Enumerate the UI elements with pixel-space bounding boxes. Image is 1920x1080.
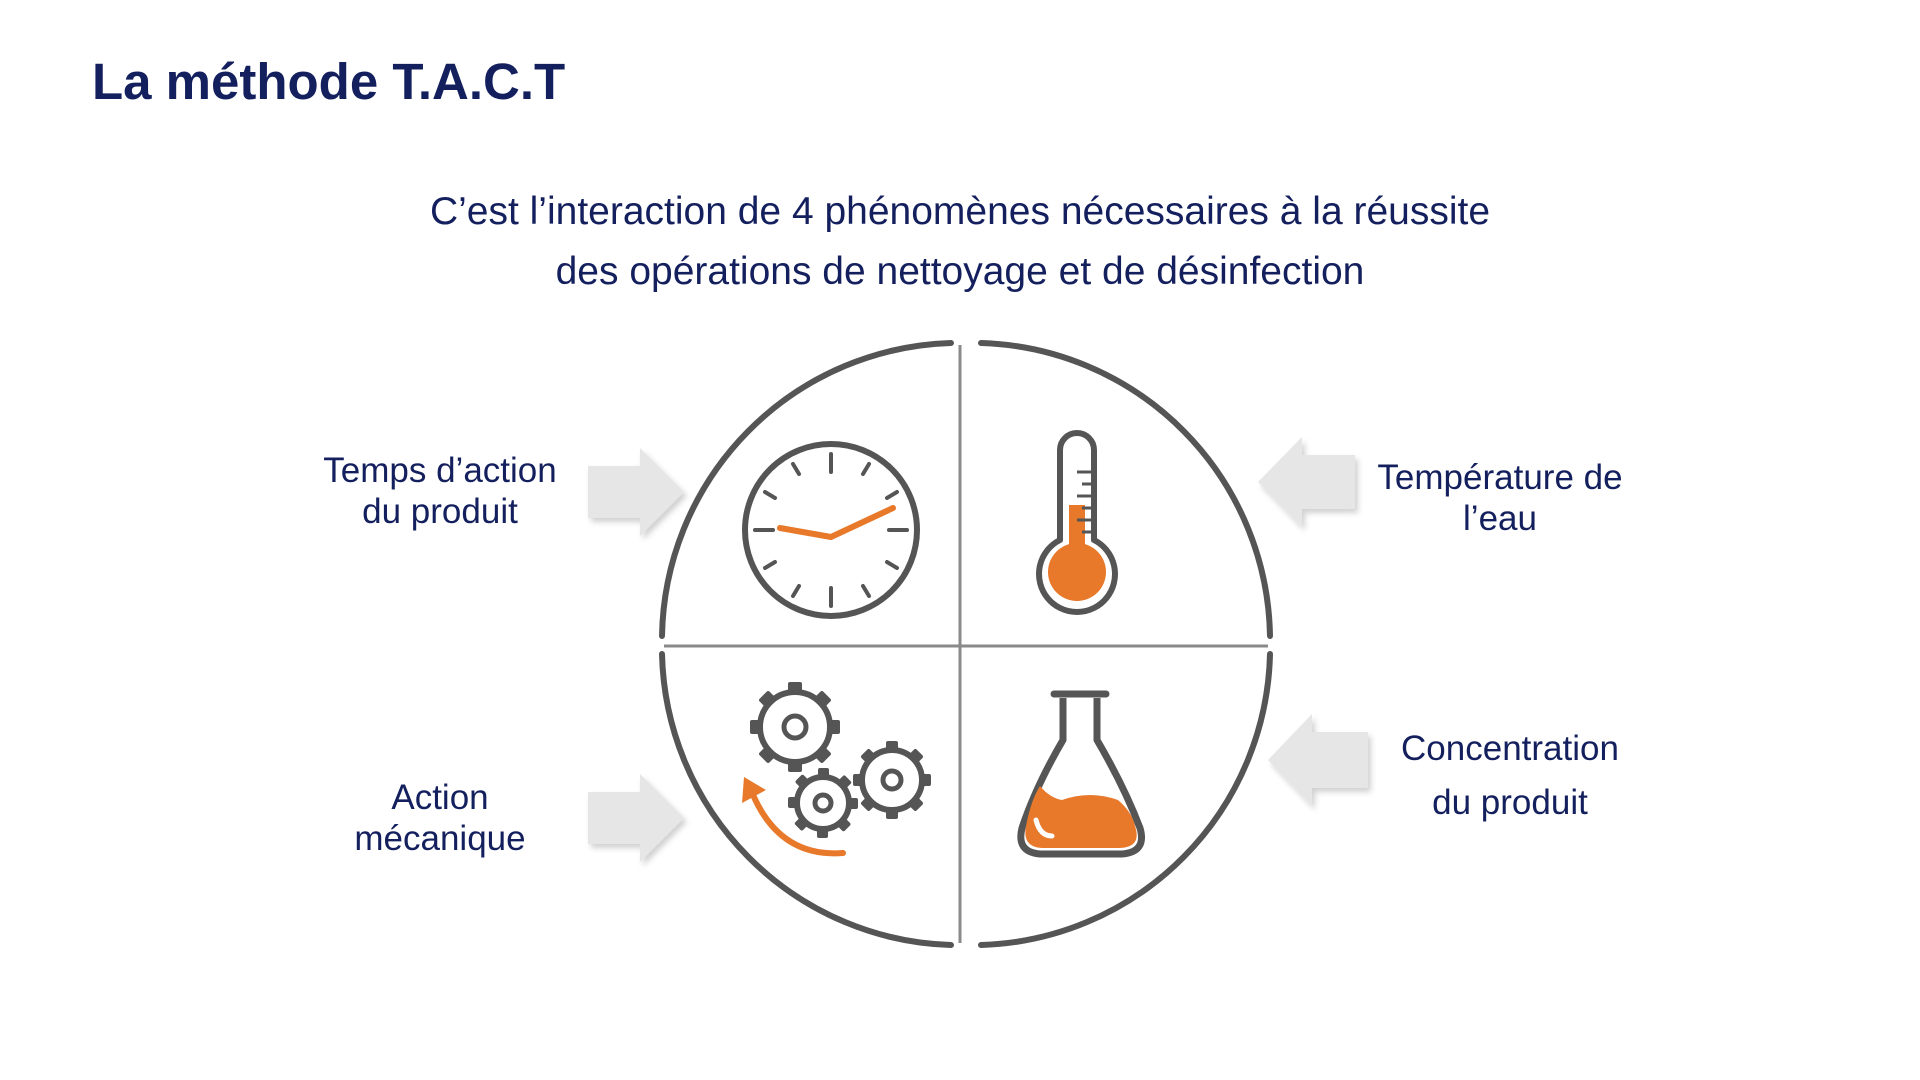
- clock-icon: [742, 441, 920, 619]
- subtitle-line-2: des opérations de nettoyage et de désinf…: [555, 250, 1365, 293]
- label-temperature: Température de l’eau: [1360, 457, 1640, 539]
- label-temps-line-1: Temps d’action: [323, 451, 557, 490]
- arrow-temps: [588, 448, 684, 536]
- quadrant-arc-bottom-left: [659, 651, 954, 948]
- subtitle: C’est l’interaction de 4 phénomènes néce…: [260, 182, 1660, 302]
- rotation-arrow-icon: [748, 787, 846, 857]
- quadrant-arc-top-right: [978, 340, 1273, 639]
- label-temps-line-2: du produit: [362, 492, 518, 531]
- label-concentration: Concentration du produit: [1370, 722, 1650, 830]
- label-temperature-line-1: Température de: [1377, 458, 1623, 497]
- rotation-arrowhead: [742, 777, 766, 803]
- arrow-temperature: [1258, 437, 1355, 527]
- label-action-line-1: Action: [391, 778, 489, 817]
- circle-quadrants: [659, 340, 1273, 948]
- gear-small-icon: [788, 768, 858, 838]
- gears-icon: [742, 682, 931, 857]
- quadrant-dividers: [664, 345, 1268, 943]
- label-temperature-line-2: l’eau: [1463, 499, 1537, 538]
- gear-large-icon: [750, 682, 840, 772]
- flask-icon: [1017, 690, 1145, 858]
- label-action-line-2: mécanique: [354, 819, 526, 858]
- arrow-action: [588, 774, 684, 862]
- label-action: Action mécanique: [300, 777, 580, 859]
- label-concentration-line-1: Concentration: [1401, 729, 1619, 768]
- gear-right-icon: [853, 741, 931, 819]
- quadrant-arc-bottom-right: [978, 651, 1273, 948]
- arrow-concentration: [1268, 714, 1368, 806]
- label-temps: Temps d’action du produit: [300, 450, 580, 532]
- thermometer-icon: [1036, 430, 1118, 615]
- page-title: La méthode T.A.C.T: [92, 53, 566, 110]
- label-concentration-line-2: du produit: [1432, 783, 1588, 822]
- subtitle-line-1: C’est l’interaction de 4 phénomènes néce…: [429, 190, 1491, 233]
- quadrant-arc-top-left: [659, 340, 954, 639]
